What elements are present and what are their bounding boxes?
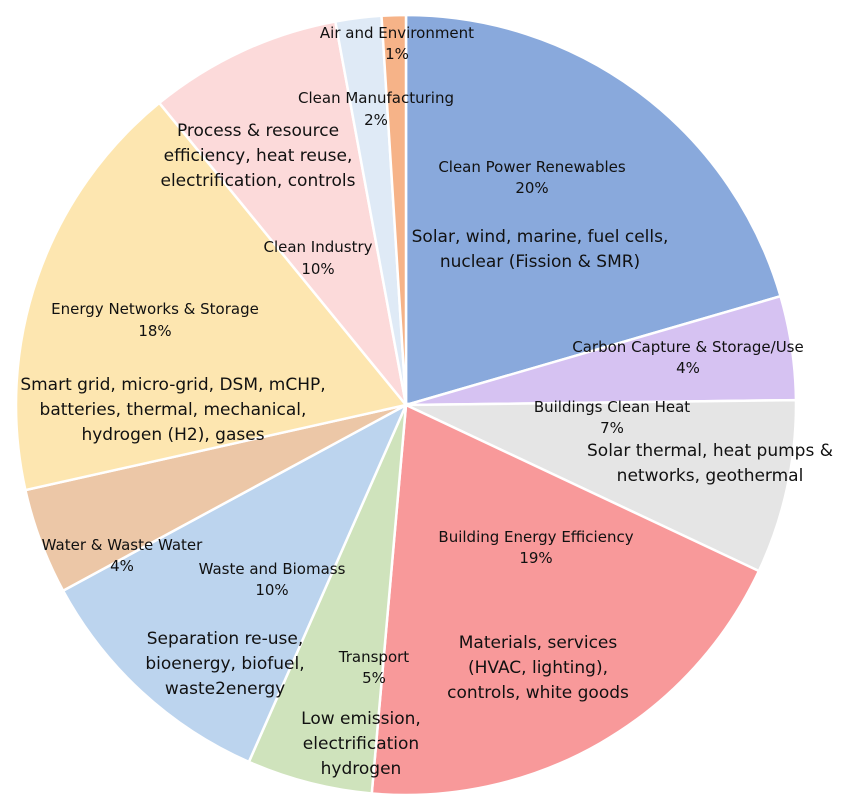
slice-percent-air-and-environment: 1%	[385, 45, 409, 63]
pie-slice-clean-industry	[157, 20, 408, 406]
slice-description-buildings-clean-heat: Solar thermal, heat pumps &	[587, 441, 833, 461]
slice-description-building-energy-efficiency: (HVAC, lighting),	[468, 658, 608, 678]
slice-percent-clean-industry: 10%	[301, 260, 334, 278]
pie-slice-clean-power-renewables	[404, 13, 783, 407]
slice-description-energy-networks-storage: Smart grid, micro-grid, DSM, mCHP,	[20, 375, 325, 395]
slice-description-transport: hydrogen	[321, 759, 402, 779]
slice-percent-clean-manufacturing: 2%	[364, 111, 388, 129]
pie-labels: Clean Power Renewables 20% Solar, wind, ma…	[20, 24, 833, 779]
slice-label-buildings-clean-heat: Buildings Clean Heat	[534, 398, 690, 416]
slice-description-transport: Low emission,	[301, 709, 421, 729]
slice-description-transport: electrification	[303, 734, 419, 754]
slice-description-building-energy-efficiency: controls, white goods	[447, 683, 629, 703]
slice-description-building-energy-efficiency: Materials, services	[459, 633, 618, 653]
slice-label-clean-industry: Clean Industry	[263, 238, 372, 256]
slice-percent-buildings-clean-heat: 7%	[600, 419, 624, 437]
slice-label-clean-power-renewables: Clean Power Renewables	[438, 158, 626, 176]
slice-label-waste-and-biomass: Waste and Biomass	[199, 560, 346, 578]
slice-description-waste-and-biomass: waste2energy	[165, 679, 285, 699]
slice-description-buildings-clean-heat: networks, geothermal	[617, 466, 804, 486]
pie-slice-air-and-environment	[380, 13, 408, 406]
slice-description-waste-and-biomass: Separation re-use,	[147, 629, 304, 649]
slice-description-clean-industry: electrification, controls	[161, 171, 356, 191]
slice-label-clean-manufacturing: Clean Manufacturing	[298, 89, 454, 107]
slice-description-clean-industry: efficiency, heat reuse,	[164, 146, 353, 166]
slice-description-energy-networks-storage: batteries, thermal, mechanical,	[40, 400, 307, 420]
slice-label-carbon-capture-storage-use: Carbon Capture & Storage/Use	[572, 338, 803, 356]
slice-label-energy-networks-storage: Energy Networks & Storage	[51, 300, 259, 318]
slice-percent-carbon-capture-storage-use: 4%	[676, 359, 700, 377]
slice-description-energy-networks-storage: hydrogen (H2), gases	[81, 425, 264, 445]
slice-percent-transport: 5%	[362, 669, 386, 687]
pie-slice-building-energy-efficiency	[370, 403, 761, 797]
slice-percent-building-energy-efficiency: 19%	[519, 549, 552, 567]
pie-slices	[14, 13, 798, 797]
slice-label-air-and-environment: Air and Environment	[320, 24, 474, 42]
slice-description-clean-industry: Process & resource	[177, 121, 339, 141]
pie-slice-buildings-clean-heat	[405, 398, 798, 573]
slice-percent-water-waste-water: 4%	[110, 557, 134, 575]
slice-description-waste-and-biomass: bioenergy, biofuel,	[145, 654, 304, 674]
slice-percent-clean-power-renewables: 20%	[515, 179, 548, 197]
slice-description-clean-power-renewables: nuclear (Fission & SMR)	[440, 252, 640, 272]
slice-label-transport: Transport	[338, 648, 410, 666]
slice-description-clean-power-renewables: Solar, wind, marine, fuel cells,	[412, 227, 669, 247]
slice-percent-waste-and-biomass: 10%	[255, 581, 288, 599]
slice-label-water-waste-water: Water & Waste Water	[42, 536, 204, 554]
slice-label-building-energy-efficiency: Building Energy Efficiency	[438, 528, 633, 546]
pie-slice-energy-networks-storage	[14, 101, 409, 492]
pie-slice-waste-and-biomass	[61, 402, 409, 764]
slice-percent-energy-networks-storage: 18%	[138, 322, 171, 340]
